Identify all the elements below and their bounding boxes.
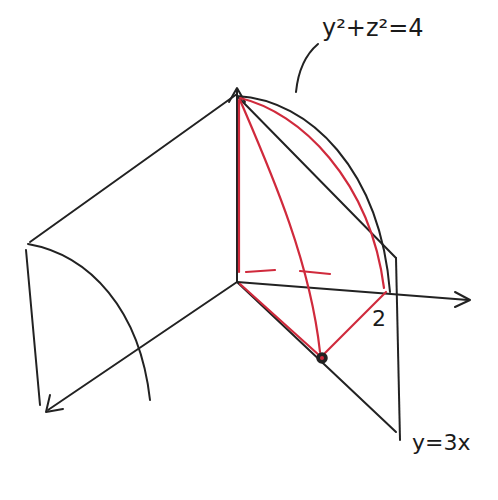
y-axis [237,282,468,300]
equation-label: y=3x [412,432,470,454]
solid-hidden-edge [246,270,330,274]
intersection-point [317,353,327,363]
leader-line [296,44,318,92]
z-axis [236,90,238,282]
equation-label: y²+z²=4 [322,16,424,40]
cylinder-top-edge [30,94,237,242]
solid-arc-edge [240,98,384,288]
solid-edge [238,100,240,272]
solid-intersection-curve [240,100,320,352]
cylinder-front-arc [28,244,150,400]
solid-base-edge [324,292,386,354]
x-arrowhead [46,395,63,412]
plane-side-edge [396,258,400,440]
solid-base-edge [240,284,320,356]
intersection-point-center [320,356,324,360]
axis-value: 2 [372,308,386,330]
x-axis [48,282,237,410]
plane-base-line [237,282,396,432]
y-arrowhead [455,292,470,307]
cylinder-back-arc [237,96,390,292]
cylinder-front-side [26,250,40,405]
